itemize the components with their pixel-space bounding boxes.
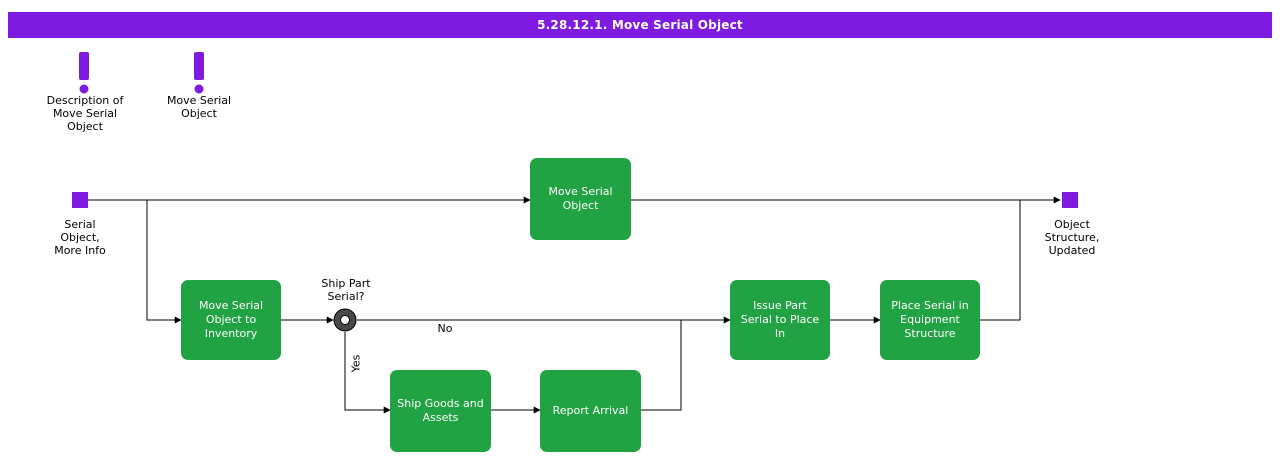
- move-serial-object-note-icon: [194, 52, 204, 94]
- node-issue-part-serial-to-place-in[interactable]: Issue Part Serial to Place In: [730, 280, 830, 360]
- node-move-serial-object[interactable]: Move Serial Object: [530, 158, 631, 240]
- start-terminal-label: Serial Object, More Info: [54, 218, 106, 257]
- node-move-serial-object-to-inventory[interactable]: Move Serial Object to Inventory: [181, 280, 281, 360]
- node-report-arrival[interactable]: Report Arrival: [540, 370, 641, 452]
- node-ship-goods-and-assets[interactable]: Ship Goods and Assets: [390, 370, 491, 452]
- edge-label-no: No: [437, 322, 453, 335]
- node-place-serial-in-equipment-structure[interactable]: Place Serial in Equipment Structure: [880, 280, 980, 360]
- node-place-serial-in-equipment-structure-label: Place Serial in Equipment Structure: [891, 299, 969, 340]
- start-terminal-marker: [72, 192, 88, 208]
- node-move-serial-object-to-inventory-label: Move Serial Object to Inventory: [198, 299, 264, 340]
- end-terminal-label: Object Structure, Updated: [1044, 218, 1100, 257]
- node-ship-goods-and-assets-label: Ship Goods and Assets: [397, 397, 484, 424]
- end-terminal-marker: [1062, 192, 1078, 208]
- ship-part-serial-decision-shape: [333, 308, 357, 332]
- ship-part-serial-decision-label: Ship Part Serial?: [321, 277, 371, 303]
- edge-label-yes: Yes: [349, 354, 363, 373]
- node-issue-part-serial-to-place-in-label: Issue Part Serial to Place In: [740, 299, 820, 340]
- node-report-arrival-label: Report Arrival: [552, 404, 629, 417]
- node-move-serial-object-label: Move Serial Object: [548, 185, 613, 212]
- move-serial-object-note-label: Move Serial Object: [166, 94, 232, 120]
- description-of-move-serial-object-icon: [79, 52, 89, 94]
- page-title: 5.28.12.1. Move Serial Object: [8, 12, 1272, 38]
- description-of-move-serial-object-label: Description of Move Serial Object: [46, 94, 124, 133]
